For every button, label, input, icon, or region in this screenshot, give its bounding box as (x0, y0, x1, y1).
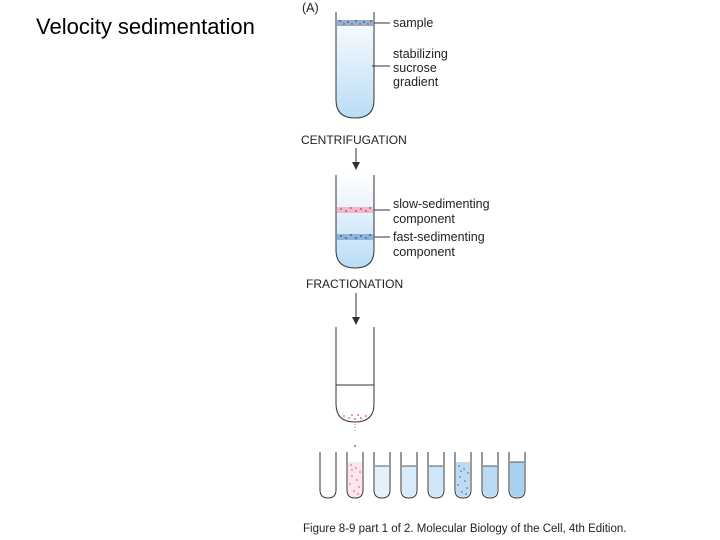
gradient-label-line1: stabilizing (393, 47, 448, 61)
fraction-tube-2 (346, 452, 364, 499)
tube-before-centrifugation (335, 12, 375, 119)
centrifugation-step-label: CENTRIFUGATION (301, 133, 407, 147)
slow-sedimenting-band (337, 207, 373, 213)
tube-fractionating (335, 327, 375, 447)
fraction-tube-3 (373, 452, 391, 499)
arrow-down-icon (352, 148, 360, 170)
sample-label: sample (393, 16, 433, 30)
fraction-tube-6 (454, 452, 472, 499)
slow-label-line2: component (393, 212, 455, 226)
fast-label-line2: component (393, 245, 455, 259)
gradient-label-line2: sucrose (393, 61, 437, 75)
fraction-tube-1 (319, 452, 337, 499)
slide-title: Velocity sedimentation (36, 14, 255, 39)
fast-label-line1: fast-sedimenting (393, 230, 485, 244)
sample-band (337, 20, 373, 26)
slow-label-line1: slow-sedimenting (393, 197, 490, 211)
panel-label: (A) (302, 1, 319, 15)
fast-sedimenting-band (337, 234, 373, 240)
fraction-tube-5 (427, 452, 445, 499)
fractionation-step-label: FRACTIONATION (306, 277, 403, 291)
gradient-label-line3: gradient (393, 75, 439, 89)
tube-after-centrifugation (335, 175, 375, 269)
figure-caption: Figure 8-9 part 1 of 2. Molecular Biolog… (303, 523, 626, 535)
arrow-down-icon (352, 293, 360, 325)
fraction-tube-4 (400, 452, 418, 499)
fraction-tube-8 (508, 452, 526, 499)
fraction-tube-7 (481, 452, 499, 499)
collection-tubes (319, 452, 526, 499)
